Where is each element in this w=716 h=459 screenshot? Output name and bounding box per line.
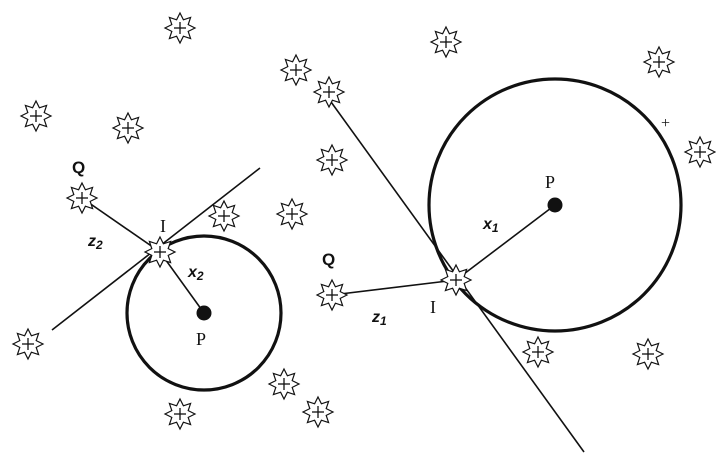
left-segment-q-i bbox=[81, 197, 161, 253]
starburst-plus-icon bbox=[313, 76, 345, 108]
left-i-label: I bbox=[160, 216, 166, 236]
starburst-plus-icon bbox=[208, 200, 240, 232]
left-x-subscript: 2 bbox=[196, 269, 204, 283]
starburst-plus-icon bbox=[280, 54, 312, 86]
starburst-plus-icon bbox=[268, 368, 300, 400]
right-z-label: z1 bbox=[371, 309, 387, 328]
starburst-plus-icon bbox=[66, 182, 98, 214]
right-p-label: P bbox=[545, 172, 555, 192]
left-center-dot bbox=[196, 305, 212, 321]
starburst-plus-icon bbox=[302, 396, 334, 428]
starburst-plus-icon bbox=[112, 112, 144, 144]
right-center-dot bbox=[547, 197, 563, 213]
starburst-plus-icon bbox=[684, 136, 716, 168]
left-z-label: z2 bbox=[87, 233, 103, 252]
right-figure: Q I P z1 x1 + bbox=[322, 77, 683, 453]
starburst-plus-icon bbox=[440, 264, 472, 296]
starburst-plus-icon bbox=[632, 338, 664, 370]
starburst-plus-icon bbox=[276, 198, 308, 230]
starburst-plus-icon bbox=[164, 12, 196, 44]
starburst-plus-icon bbox=[20, 100, 52, 132]
left-q-label: Q bbox=[72, 158, 85, 177]
starburst-plus-icon bbox=[144, 236, 176, 268]
right-x-letter: x bbox=[482, 216, 493, 233]
left-figure: Q I P z2 x2 bbox=[51, 158, 283, 392]
left-z-letter: z bbox=[87, 233, 96, 250]
starburst-plus-icon bbox=[316, 144, 348, 176]
left-segment-i-p bbox=[159, 251, 205, 314]
plus-mark: + bbox=[661, 115, 670, 132]
starburst-plus-icon bbox=[643, 46, 675, 78]
starburst-plus-icon bbox=[522, 336, 554, 368]
right-segment-q-i bbox=[331, 279, 457, 296]
sample-points bbox=[12, 12, 716, 430]
left-x-label: x2 bbox=[187, 264, 204, 283]
right-circle bbox=[427, 77, 683, 333]
starburst-plus-icon bbox=[316, 279, 348, 311]
starburst-plus-icon bbox=[164, 398, 196, 430]
right-x-label: x1 bbox=[482, 216, 499, 235]
right-i-label: I bbox=[430, 297, 436, 317]
starburst-plus-icon bbox=[430, 26, 462, 58]
right-z-subscript: 1 bbox=[380, 314, 387, 328]
left-z-subscript: 2 bbox=[95, 238, 103, 252]
right-x-subscript: 1 bbox=[492, 221, 499, 235]
left-x-letter: x bbox=[187, 264, 198, 281]
starburst-plus-icon bbox=[12, 328, 44, 360]
right-q-label: Q bbox=[322, 250, 335, 269]
right-segment-i-p bbox=[455, 204, 556, 281]
left-circle bbox=[125, 234, 283, 392]
right-z-letter: z bbox=[371, 309, 380, 326]
left-p-label: P bbox=[196, 329, 206, 349]
